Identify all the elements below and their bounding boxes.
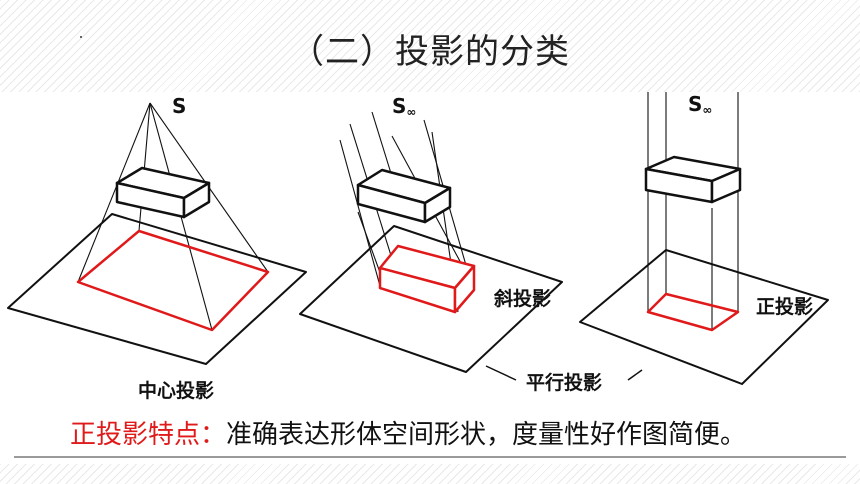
central-projection-plane [7,213,307,365]
oblique-projection-caption: 斜投影 [494,288,552,310]
parallel-projection-caption: 平行投影 [526,372,603,394]
oblique-projection-box [356,168,452,224]
orthographic-projection-rays [647,92,739,330]
parallel-projection-leaders [485,365,643,381]
orthographic-source-label: S∞ [688,92,713,117]
footer-hatch-background [0,464,860,484]
decorative-dot [80,36,82,38]
orthographic-projection-box [644,155,742,204]
oblique-projection-diagram [299,111,563,373]
orthographic-features-text: 正投影特点：准确表达形体空间形状，度量性好作图简便。 [70,414,746,451]
central-projection-diagram [7,102,307,365]
features-key: 正投影特点： [70,420,227,450]
central-projection-shadow [76,229,270,332]
orthographic-projection-shadow [646,292,740,332]
header-hatch-background [0,0,860,92]
central-projection-caption: 中心投影 [138,380,215,402]
orthographic-projection-caption: 正投影 [756,296,814,318]
central-projection-box [115,166,211,219]
orthographic-projection-plane [579,249,829,385]
orthographic-projection-diagram [579,92,829,385]
oblique-source-label: S∞ [392,94,417,119]
features-value: 准确表达形体空间形状，度量性好作图简便。 [226,420,747,450]
footer-divider [14,456,846,458]
page-title: （二）投影的分类 [290,32,570,72]
central-source-label: S [172,94,187,118]
oblique-projection-shadow [378,244,476,314]
